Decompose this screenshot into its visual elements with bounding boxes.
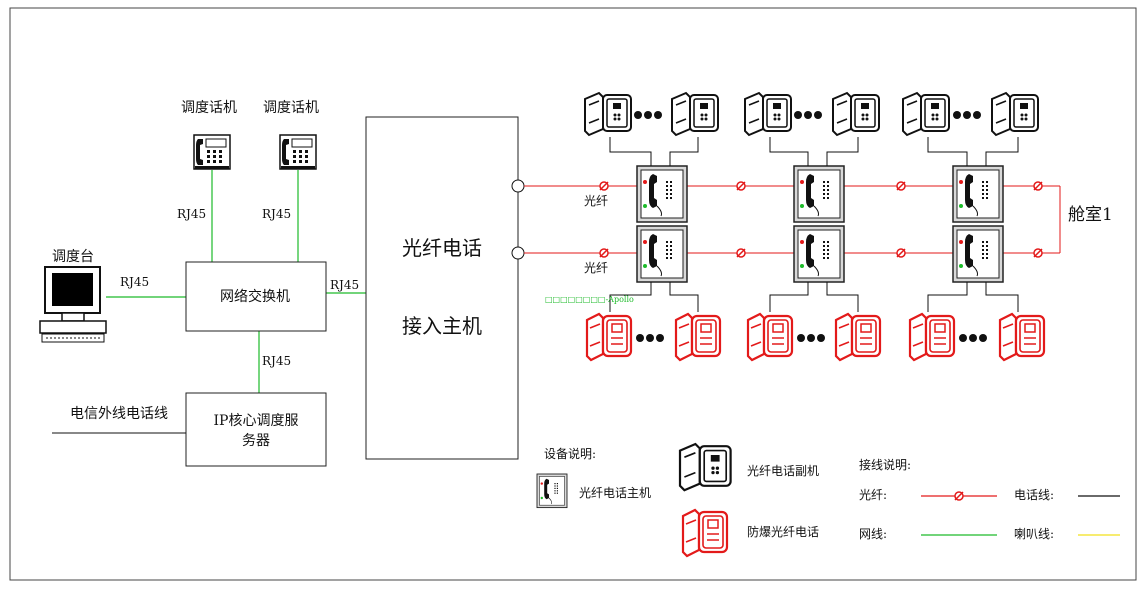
- legend-host-label: 光纤电话主机: [579, 486, 652, 500]
- legend-speaker-label: 喇叭线:: [1014, 527, 1055, 541]
- legend-phone-line-label: 电话线:: [1014, 488, 1055, 502]
- host-label-line1: 光纤电话: [402, 236, 482, 260]
- cabin-label: 舱室1: [1068, 205, 1113, 225]
- watermark-text: □□□□□□□□-Apollo: [545, 295, 634, 304]
- legend-explosion-label: 防爆光纤电话: [747, 525, 820, 539]
- server-label-line2: 务器: [242, 433, 270, 449]
- rj45-server-label: RJ45: [262, 354, 292, 368]
- legend-sub-label: 光纤电话副机: [747, 464, 820, 478]
- console-label: 调度台: [52, 249, 94, 265]
- fiber-label-1: 光纤: [584, 194, 609, 208]
- network-switch-label: 网络交换机: [220, 289, 290, 305]
- dispatch-phone-label-b: 调度话机: [263, 100, 319, 116]
- device-legend-title: 设备说明:: [544, 447, 597, 461]
- telecom-line-label: 电信外线电话线: [70, 406, 168, 422]
- rj45-console-label: RJ45: [120, 275, 150, 289]
- fiber-label-2: 光纤: [584, 261, 609, 275]
- wiring-legend-title: 接线说明:: [859, 458, 912, 472]
- host-label-line2: 接入主机: [402, 314, 482, 338]
- server-label-line1: IP核心调度服: [213, 413, 299, 429]
- dispatch-phone-label-a: 调度话机: [181, 100, 237, 116]
- rj45-label-b: RJ45: [262, 207, 292, 221]
- legend-network-label: 网线:: [859, 527, 888, 541]
- legend-fiber-label: 光纤:: [859, 488, 888, 502]
- rj45-label-a: RJ45: [177, 207, 207, 221]
- rj45-host-label: RJ45: [330, 278, 360, 292]
